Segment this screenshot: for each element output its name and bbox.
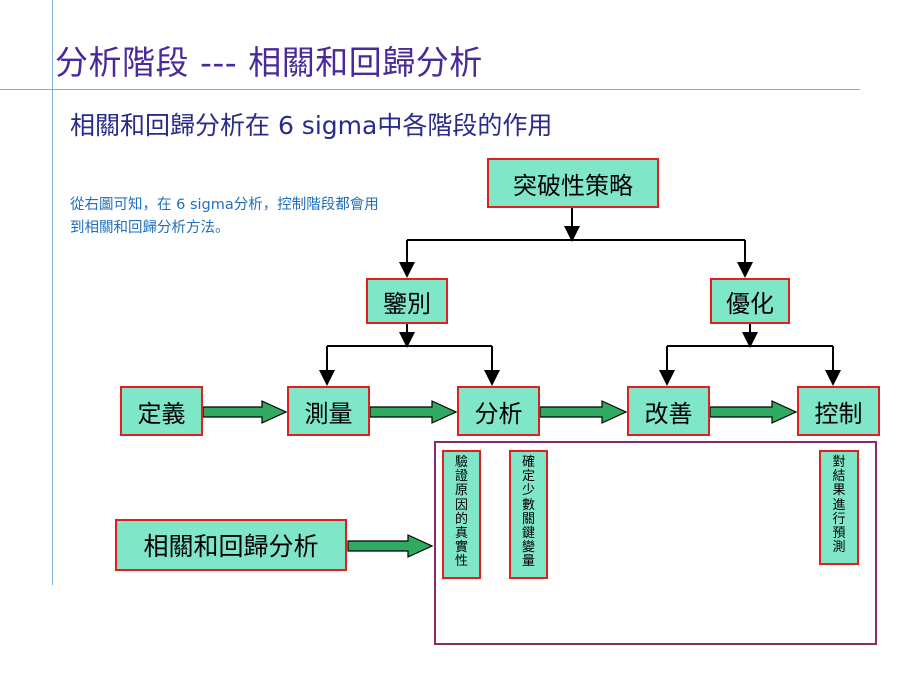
flow-arrow-tool-usage [347, 534, 434, 558]
usage-label-key-variables: 確定少數關鍵變量 [521, 455, 535, 570]
flow-arrow-improve-control [709, 400, 798, 424]
tree-connector-root [399, 208, 753, 278]
slide-subtitle: 相關和回歸分析在 6 sigma中各階段的作用 [70, 111, 553, 140]
usage-box-verify-causes: 驗證原因的真實性 [442, 450, 481, 579]
usage-label-verify-causes: 驗證原因的真實性 [454, 455, 468, 570]
usage-label-predict-results: 對結果進行預測 [832, 455, 846, 556]
root-node: 突破性策略 [487, 158, 659, 208]
tree-connector-identify [319, 324, 500, 386]
branch-node-identify: 鑒別 [366, 278, 448, 324]
usage-box-predict-results: 對結果進行預測 [819, 450, 859, 565]
usage-region [434, 441, 877, 645]
slide-title: 分析階段 --- 相關和回歸分析 [55, 43, 483, 82]
explanation-note: 從右圖可知，在 6 sigma分析，控制階段都會用到相關和回歸分析方法。 [70, 197, 379, 236]
phase-node-improve: 改善 [627, 386, 710, 436]
phase-node-measure: 測量 [287, 386, 370, 436]
branch-node-optimize: 優化 [710, 278, 790, 324]
usage-box-key-variables: 確定少數關鍵變量 [509, 450, 548, 579]
flow-arrow-measure-analyze [369, 400, 458, 424]
tree-connector-optimize [659, 324, 841, 386]
flow-arrow-define-measure [202, 400, 288, 424]
flow-arrow-analyze-improve [539, 400, 628, 424]
vertical-rule [52, 0, 53, 585]
phase-node-define: 定義 [120, 386, 203, 436]
horizontal-rule [0, 89, 860, 90]
phase-node-analyze: 分析 [457, 386, 540, 436]
tool-node-regression: 相關和回歸分析 [115, 519, 347, 571]
phase-node-control: 控制 [797, 386, 880, 436]
